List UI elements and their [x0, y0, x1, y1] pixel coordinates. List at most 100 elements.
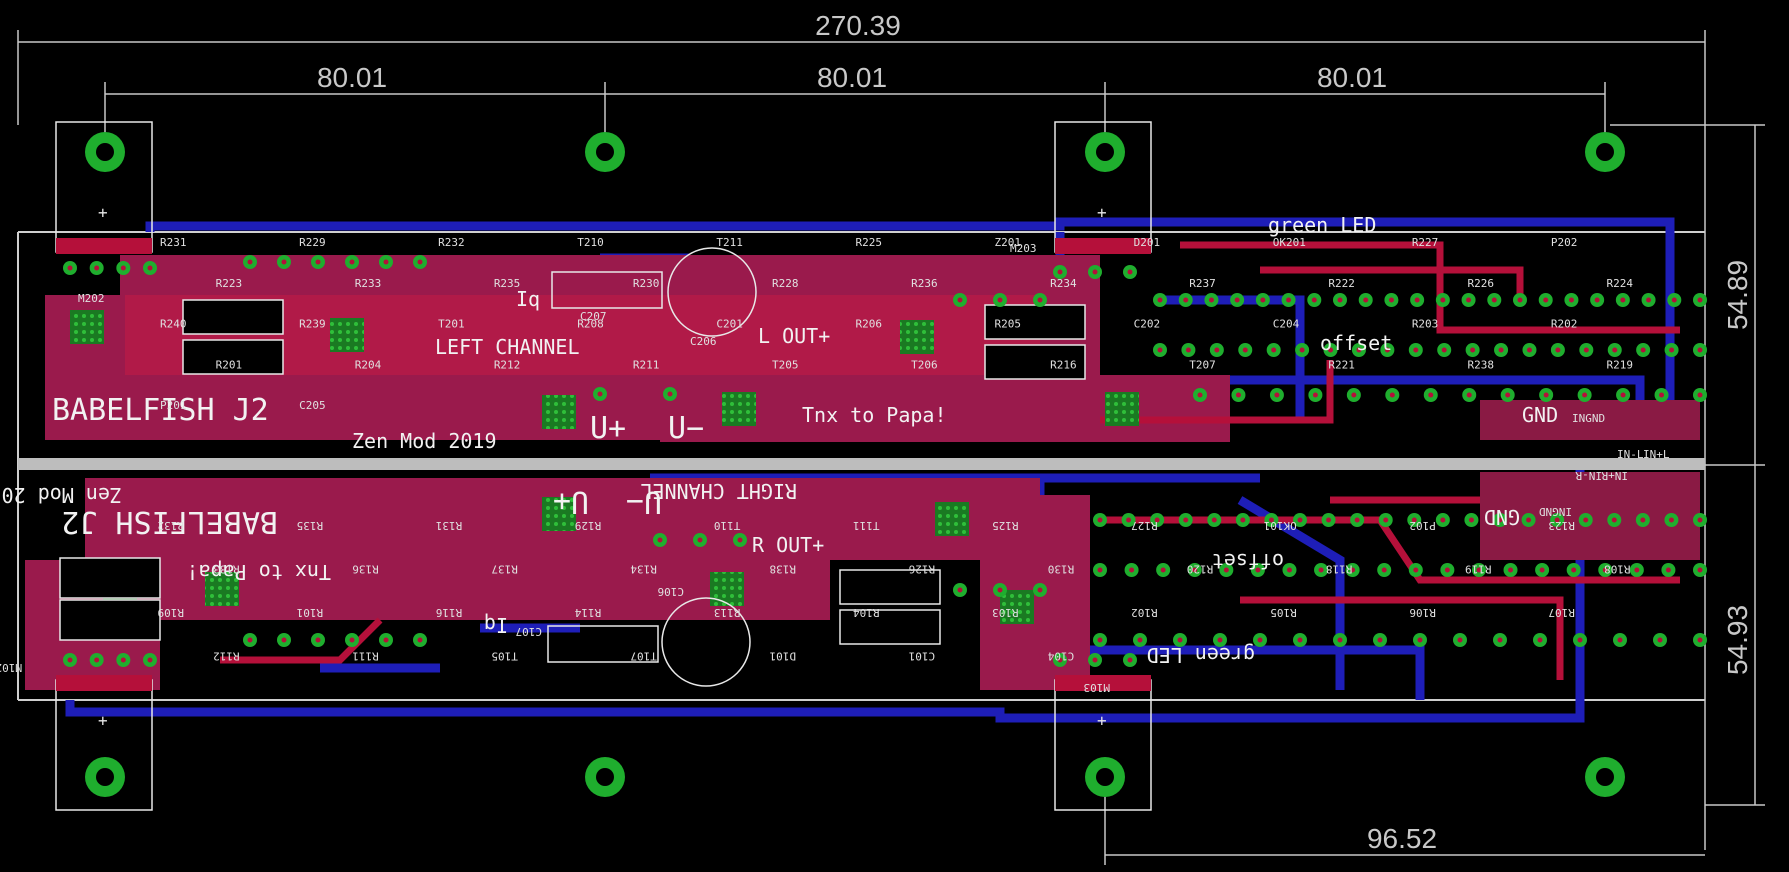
pad-hole	[1363, 297, 1369, 303]
pad-hole	[1297, 637, 1303, 643]
pad-hole	[1539, 567, 1545, 573]
component-ref-r231: R231	[160, 236, 187, 249]
component-ref-r224: R224	[1607, 277, 1634, 290]
pad-hole	[1466, 297, 1472, 303]
pad-hole	[737, 537, 743, 543]
pad-hole	[1497, 517, 1503, 523]
pad-hole	[1470, 347, 1476, 353]
pad-hole	[957, 587, 963, 593]
pad-hole	[1299, 347, 1305, 353]
pad-hole	[1389, 392, 1395, 398]
component-ref-r223: R223	[216, 277, 243, 290]
pad-hole	[1491, 297, 1497, 303]
pad-hole	[667, 391, 673, 397]
left-board-title: BABELFISH J2	[52, 393, 269, 428]
pad-hole	[247, 259, 253, 265]
pad-hole	[1127, 657, 1133, 663]
pad-hole	[1440, 297, 1446, 303]
component-ref-r132: R132	[158, 519, 185, 532]
right-credit: Zen Mod 2019	[0, 483, 122, 507]
component-ref-t205: T205	[772, 358, 799, 371]
right-gnd-label: GND	[1484, 505, 1520, 529]
pad-hole	[1274, 392, 1280, 398]
component-ref-r129: R129	[575, 519, 602, 532]
component-ref-r111: R111	[352, 650, 379, 663]
pad-hole	[1097, 567, 1103, 573]
component-ref-r230: R230	[633, 277, 660, 290]
svg-text:+: +	[1097, 711, 1107, 730]
pad-hole	[1126, 517, 1132, 523]
electrolytic-capacitors	[661, 247, 757, 687]
pad-hole	[1413, 347, 1419, 353]
component-ref-c202: C202	[1134, 318, 1161, 331]
component-ref-c204: C204	[1273, 318, 1300, 331]
component-ref-r201: R201	[216, 358, 243, 371]
dim-spacing-2: 80.01	[817, 62, 887, 93]
component-ref-r133: R133	[213, 563, 240, 576]
pad-hole	[247, 637, 253, 643]
right-channel-label: RIGHT CHANNEL	[640, 479, 797, 503]
pad-hole	[1127, 269, 1133, 275]
pad-hole	[1697, 392, 1703, 398]
dimension-lines	[17, 30, 1765, 865]
pad-hole	[1466, 392, 1472, 398]
pad-hole	[1157, 347, 1163, 353]
pad-hole	[1337, 297, 1343, 303]
pad-hole	[1154, 517, 1160, 523]
pad-hole	[1388, 297, 1394, 303]
pad-hole	[1384, 347, 1390, 353]
pad-hole	[120, 265, 126, 271]
pad-hole	[1468, 517, 1474, 523]
mosfet-tabs	[56, 238, 1151, 691]
pad-hole	[94, 657, 100, 663]
pad-hole	[1183, 297, 1189, 303]
component-ref-ok101: OK101	[1264, 519, 1297, 532]
component-ref-t210: T210	[577, 236, 604, 249]
pad-hole	[1583, 517, 1589, 523]
left-bias-label: Iq	[516, 287, 540, 311]
pad-hole	[1377, 637, 1383, 643]
component-ref-r233: R233	[355, 277, 382, 290]
component-ref-r206: R206	[855, 318, 882, 331]
right-thanks: Tnx to Papa!	[187, 560, 332, 584]
pad-hole	[1417, 637, 1423, 643]
component-ref-r137: R137	[491, 563, 518, 576]
pad-hole	[1208, 297, 1214, 303]
component-ref-c201: C201	[716, 318, 743, 331]
mounting-hole	[85, 132, 125, 172]
mounting-holes	[85, 132, 1625, 797]
component-ref-c205: C205	[299, 399, 326, 412]
pad-hole	[1350, 567, 1356, 573]
pad-hole	[1602, 567, 1608, 573]
pad-hole	[315, 637, 321, 643]
left-mosfet-a: M202	[78, 292, 105, 305]
left-thanks: Tnx to Papa!	[802, 403, 947, 427]
component-ref-r130: R130	[1048, 563, 1075, 576]
left-ingnd-label: INGND	[1572, 412, 1605, 425]
left-mosfet-b: M203	[1010, 242, 1037, 255]
dim-height-bottom: 54.93	[1722, 605, 1753, 675]
pad-hole	[147, 265, 153, 271]
component-ref-r119: R119	[1465, 563, 1492, 576]
dim-overall-width: 270.39	[815, 10, 901, 41]
component-ref-t206: T206	[911, 358, 938, 371]
pad-hole	[1526, 517, 1532, 523]
pad-hole	[1697, 297, 1703, 303]
component-ref-r239: R239	[299, 318, 326, 331]
pad-hole	[1620, 297, 1626, 303]
pad-hole	[1537, 637, 1543, 643]
component-ref-r221: R221	[1328, 358, 1355, 371]
pad-hole	[1659, 392, 1665, 398]
pad-hole	[1129, 567, 1135, 573]
component-ref-r216: R216	[1050, 358, 1077, 371]
pad-hole	[1234, 297, 1240, 303]
mounting-hole	[1585, 757, 1625, 797]
pad-hole	[1526, 347, 1532, 353]
pad-hole	[1568, 297, 1574, 303]
pad-hole	[1611, 517, 1617, 523]
component-ref-r225: R225	[855, 236, 882, 249]
pad-hole	[1508, 567, 1514, 573]
right-supply-neg: U−	[626, 484, 662, 519]
mounting-hole	[1585, 132, 1625, 172]
pad-hole	[1620, 392, 1626, 398]
